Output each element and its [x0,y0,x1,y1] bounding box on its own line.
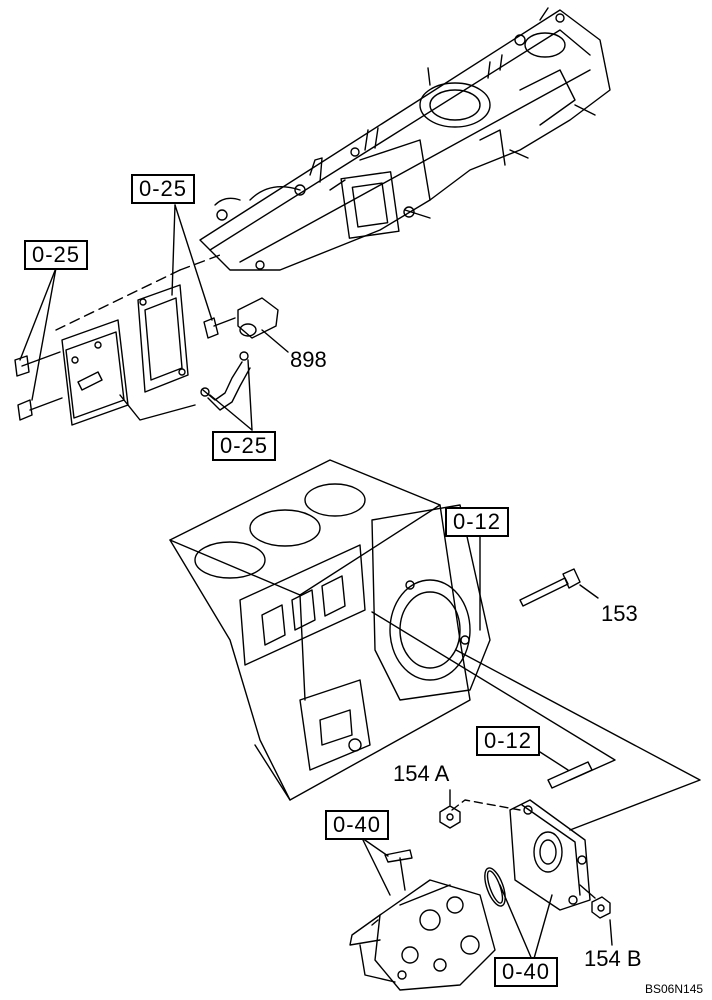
ref-box-0-40-cover: 0-40 [494,957,559,987]
callout-154b: 154 B [584,946,642,971]
o-ring [484,867,506,907]
ref-box-0-12-flange: 0-12 [476,726,541,756]
ref-box-0-12-block: 0-12 [445,507,510,537]
bolt-153 [519,568,599,607]
intake-manifold [199,7,611,271]
injection-pump [349,849,496,991]
ref-box-0-25-left: 0-25 [24,240,89,270]
cylinder-block [169,459,491,801]
callout-153: 153 [601,601,638,626]
nut-154a [439,789,461,829]
stud [547,761,593,789]
callout-898: 898 [290,347,327,372]
leader-lines-top [19,204,253,431]
ref-box-0-40-pump: 0-40 [325,810,390,840]
leader-lines-bottom [361,837,553,963]
nut-154b [579,884,613,946]
front-housing [509,799,591,911]
drawing-id: BS06N145 [645,982,704,996]
sensor-898 [237,297,289,353]
callout-154a: 154 A [393,761,450,786]
cover-plate-assembly [14,284,251,426]
ref-box-0-25-top: 0-25 [131,174,196,204]
ref-box-0-25-bottom: 0-25 [212,431,277,461]
